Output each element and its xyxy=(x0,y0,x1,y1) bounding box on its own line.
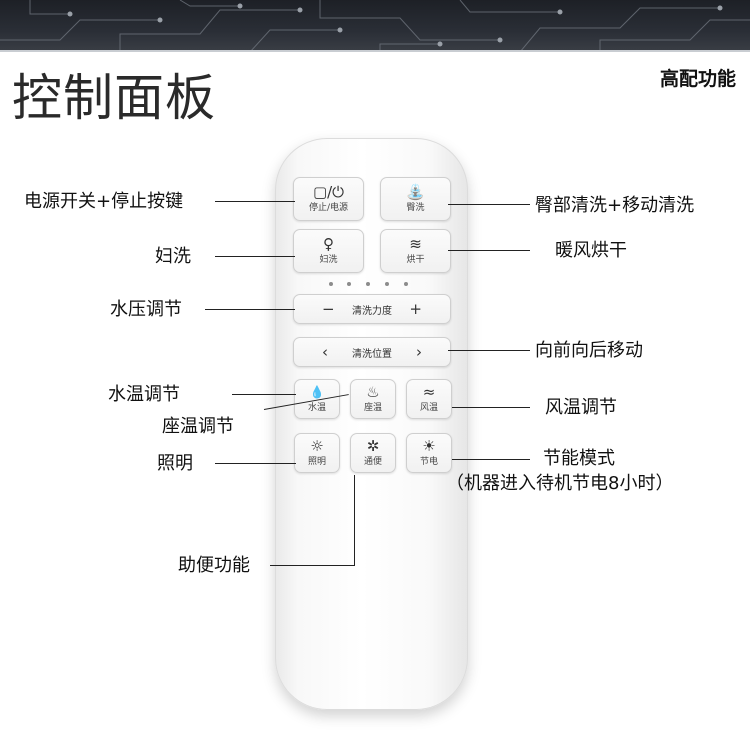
callout-line-position xyxy=(448,350,530,351)
minus-icon[interactable]: − xyxy=(322,300,335,318)
callout-line-pressure xyxy=(205,309,295,310)
callout-line-power xyxy=(215,201,295,202)
dry-button[interactable]: ≋ 烘干 xyxy=(380,229,451,273)
hip-wash-button[interactable]: ⛲ 臀洗 xyxy=(380,177,451,221)
indicator-dot xyxy=(366,282,370,286)
water-temp-label: 水温 xyxy=(307,403,326,413)
indicator-dot xyxy=(329,282,333,286)
circuit-banner xyxy=(0,0,750,52)
chevron-right-icon[interactable]: › xyxy=(416,343,422,361)
seat-temp-label: 座温 xyxy=(363,403,382,413)
power-icon: ▢/⏻ xyxy=(312,183,345,201)
warm-air-icon: ≋ xyxy=(409,235,422,253)
position-bar[interactable]: ‹ 清洗位置 › xyxy=(293,337,451,367)
callout-air-temp: 风温调节 xyxy=(545,397,617,418)
callout-power: 电源开关+停止按键 xyxy=(24,191,184,212)
callout-line-hip xyxy=(448,204,530,205)
callout-line-lady xyxy=(215,256,295,257)
plus-icon[interactable]: + xyxy=(409,300,422,318)
air-flow-icon: ≈ xyxy=(422,383,436,401)
position-label: 清洗位置 xyxy=(352,348,392,360)
page-title: 控制面板 xyxy=(12,69,216,127)
lady-wash-button[interactable]: ♀ 妇洗 xyxy=(293,229,364,273)
hip-wash-label: 臀洗 xyxy=(406,203,425,213)
callout-eco-note: （机器进入待机节电8小时） xyxy=(446,473,674,494)
callout-position: 向前向后移动 xyxy=(535,340,643,361)
pressure-bar[interactable]: − 清洗力度 + xyxy=(293,294,451,324)
lady-wash-label: 妇洗 xyxy=(319,255,338,265)
callout-bowel: 助便功能 xyxy=(178,555,250,576)
light-label: 照明 xyxy=(307,457,326,467)
eco-label: 节电 xyxy=(419,457,438,467)
fountain-icon: ✲ xyxy=(366,437,380,455)
water-temp-button[interactable]: 💧 水温 xyxy=(294,379,340,419)
bowel-button[interactable]: ✲ 通便 xyxy=(350,433,396,473)
water-drop-icon: 💧 xyxy=(309,385,325,399)
callout-line-bowel-vertical xyxy=(354,475,355,565)
callout-light: 照明 xyxy=(157,453,193,474)
chevron-left-icon[interactable]: ‹ xyxy=(322,343,328,361)
callout-line-bowel-horizontal xyxy=(270,565,355,566)
pressure-label: 清洗力度 xyxy=(352,305,392,317)
indicator-dot xyxy=(404,282,408,286)
seat-temp-button[interactable]: ♨ 座温 xyxy=(350,379,396,419)
stop-power-button[interactable]: ▢/⏻ 停止/电源 xyxy=(293,177,364,221)
callout-water-temp: 水温调节 xyxy=(108,384,180,405)
indicator-dot xyxy=(385,282,389,286)
lady-wash-icon: ♀ xyxy=(323,235,334,253)
banner-edge xyxy=(0,50,750,52)
callout-hip: 臀部清洗+移动清洗 xyxy=(535,195,695,216)
callout-pressure: 水压调节 xyxy=(110,299,182,320)
callout-eco: 节能模式 xyxy=(543,448,615,469)
callout-line-water-temp xyxy=(232,394,296,395)
callout-seat-temp: 座温调节 xyxy=(162,416,234,437)
dry-label: 烘干 xyxy=(406,255,425,265)
callout-dry: 暖风烘干 xyxy=(555,240,627,261)
seat-heat-icon: ♨ xyxy=(366,383,380,401)
feature-badge: 高配功能 xyxy=(659,68,736,90)
remote-control-body xyxy=(275,138,468,710)
callout-line-light xyxy=(215,463,296,464)
lightbulb-icon: ☀ xyxy=(422,437,436,455)
air-temp-button[interactable]: ≈ 风温 xyxy=(406,379,452,419)
circuit-pattern-icon xyxy=(0,0,750,52)
eco-button[interactable]: ☀ 节电 xyxy=(406,433,452,473)
light-button[interactable]: ☼ 照明 xyxy=(294,433,340,473)
callout-line-dry xyxy=(448,250,530,251)
sun-icon: ☼ xyxy=(310,437,324,455)
hip-wash-icon: ⛲ xyxy=(406,183,425,201)
indicator-dot xyxy=(347,282,351,286)
bowel-label: 通便 xyxy=(363,457,382,467)
callout-line-eco xyxy=(452,459,530,460)
callout-lady: 妇洗 xyxy=(155,246,191,267)
air-temp-label: 风温 xyxy=(419,403,438,413)
stop-power-label: 停止/电源 xyxy=(308,203,349,213)
callout-line-air-temp xyxy=(452,407,530,408)
